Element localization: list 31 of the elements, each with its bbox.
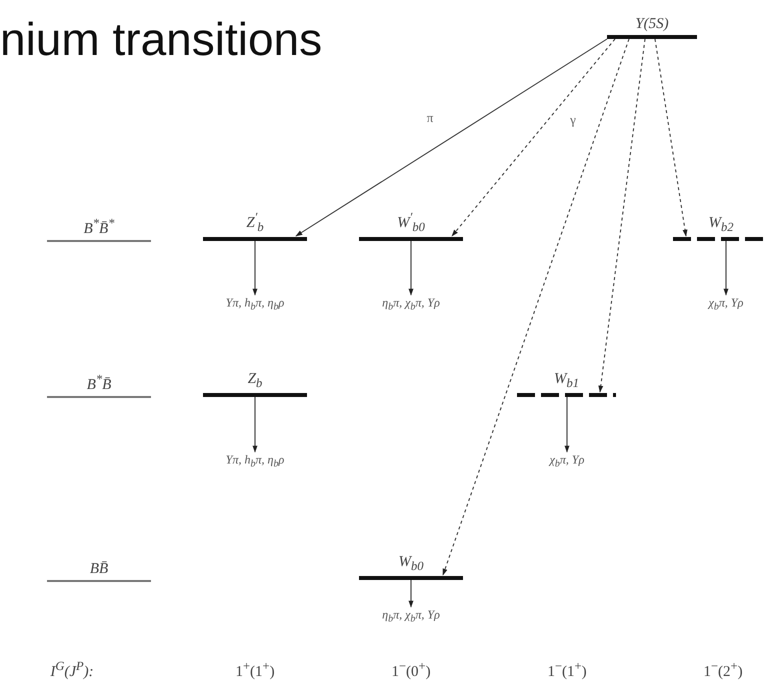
level-label: W$_{b1}$ — [554, 371, 579, 391]
level-label: Z$_{b}$ — [248, 371, 262, 391]
level-label: W$_{b2}$ — [708, 215, 734, 235]
quantum-number-label: 1$^{−}$(0$^{+}$) — [391, 659, 431, 681]
arrow — [442, 38, 630, 576]
quantum-number-heading: I$^{G}$(J$^{P}$): — [50, 659, 94, 681]
level-label: BB̄ — [90, 561, 108, 578]
arrow — [564, 396, 570, 453]
level-label: W$_{b0}$ — [398, 554, 424, 574]
decay-products: χ$_{b}$π, Υρ — [708, 295, 744, 313]
arrow — [452, 38, 616, 237]
arrow — [295, 38, 608, 236]
level-label: Υ(5S) — [635, 16, 669, 33]
arrow — [252, 240, 258, 296]
arrow — [598, 38, 646, 393]
quantum-number-label: 1$^{−}$(2$^{+}$) — [703, 659, 743, 681]
arrow — [408, 240, 414, 296]
arrow — [408, 580, 414, 608]
decay-products: Υπ, h$_{b}$π, η$_{b}$ρ — [226, 452, 284, 470]
title: nium transitions — [0, 12, 322, 66]
decay-products: χ$_{b}$π, Υρ — [550, 452, 584, 470]
arrow — [724, 240, 728, 296]
arrow — [654, 38, 688, 237]
level-label: B$^{*}$B̄$^{*}$ — [84, 216, 114, 238]
decay-products: Υπ, h$_{b}$π, η$_{b}$ρ — [226, 295, 284, 313]
level-label: B$^{*}$B̄ — [86, 372, 112, 394]
arrow — [252, 396, 258, 453]
decay-products: η$_{b}$π, χ$_{b}$π, Υρ — [382, 607, 440, 625]
quantum-number-label: 1$^{−}$(1$^{+}$) — [547, 659, 587, 681]
quantum-number-label: 1$^{+}$(1$^{+}$) — [235, 659, 275, 681]
decay-products: η$_{b}$π, χ$_{b}$π, Υρ — [382, 295, 440, 313]
